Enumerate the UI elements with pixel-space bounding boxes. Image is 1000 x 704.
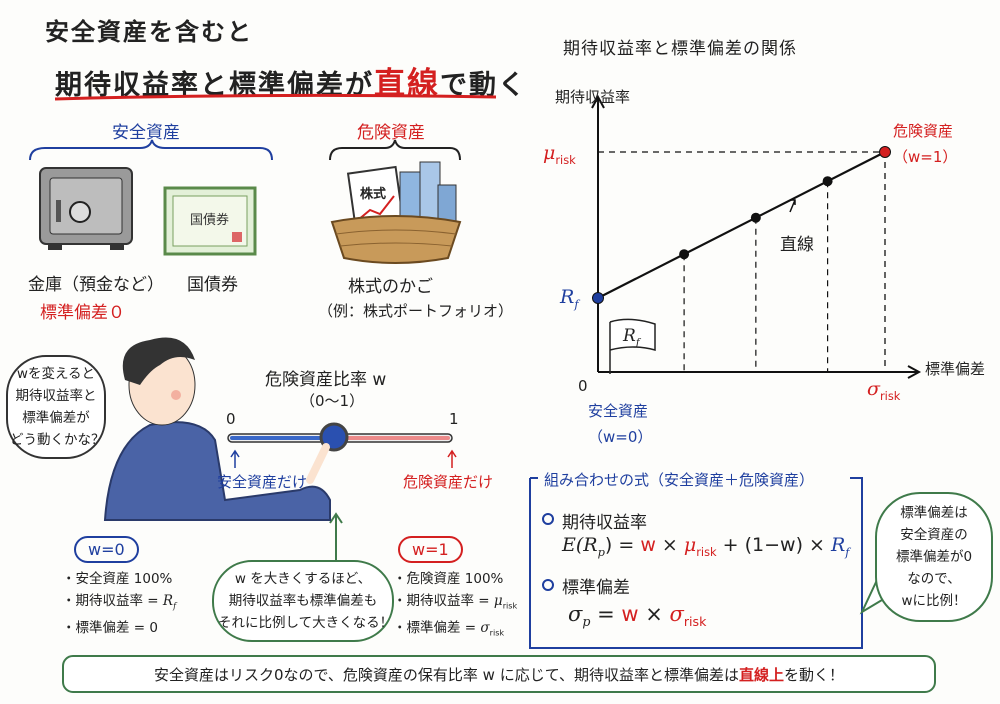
slider-min-label: 0 <box>226 410 236 428</box>
bullet-icon <box>542 579 554 591</box>
risky-item-label: 株式のかご <box>348 277 433 297</box>
w1-item: ・危険資産 100% <box>393 571 504 587</box>
bubble-line: 標準偏差が <box>22 410 90 426</box>
summary-box <box>62 655 936 693</box>
bubble-line: 安全資産の <box>900 527 968 543</box>
bubble-line: w を大きくするほど、 <box>234 571 372 587</box>
sigma-risk-label: σrisk <box>867 378 901 403</box>
flag-label: Rf <box>623 326 640 349</box>
side-bubble: 標準偏差は 安全資産の 標準偏差が0 なので、 wに比例！ <box>875 492 993 622</box>
bubble-line: 期待収益率と <box>15 388 97 404</box>
chart-x-label: 標準偏差 <box>925 360 986 378</box>
w0-list: ・安全資産 100% ・期待収益率 = Rf ・標準偏差 = 0 <box>62 568 176 639</box>
formula-sd: σp = w × σrisk <box>568 602 707 630</box>
person-illustration <box>103 337 331 521</box>
portfolio-point <box>822 176 833 187</box>
safe-icon <box>39 167 133 250</box>
safe-group-label: 安全資産 <box>112 123 180 143</box>
bubble-line: どう動くかな？ <box>10 432 105 448</box>
bubble-line: 期待収益率も標準偏差も <box>228 593 378 609</box>
slider-fill-safe <box>230 436 334 440</box>
bullet-icon <box>542 513 554 525</box>
bubble-line: なので、 <box>907 571 961 587</box>
line-label-arrow <box>789 199 796 213</box>
bubble-line: 標準偏差は <box>900 505 968 521</box>
center-bubble: w を大きくするほど、 期待収益率も標準偏差も それに比例して大きくなる！ <box>212 560 394 642</box>
bubble-line: 標準偏差が0 <box>895 549 973 565</box>
portfolio-line <box>597 151 886 299</box>
chart-title: 期待収益率と標準偏差の関係 <box>563 39 797 59</box>
w0-item: ・期待収益率 = Rf <box>62 593 177 611</box>
bubble-line: wを変えると <box>16 366 96 382</box>
w1-list: ・危険資産 100% ・期待収益率 = μrisk ・標準偏差 = σrisk <box>393 568 517 643</box>
safe-note: 標準偏差０ <box>40 303 125 323</box>
slider-range: （0〜1） <box>300 392 365 410</box>
mu-risk-label: μrisk <box>543 142 576 167</box>
w1-item: ・期待収益率 = μrisk <box>393 593 518 611</box>
basket-paper-text: 株式 <box>360 186 386 202</box>
w1-badge: w=1 <box>398 536 463 563</box>
risky-point-label: 危険資産 <box>893 122 954 140</box>
safe-item-label: 金庫（預金など） <box>28 275 164 295</box>
slider-fill-risky <box>334 436 450 440</box>
slider-title: 危険資産比率 w <box>265 370 387 390</box>
slider-right-caption: 危険資産だけ <box>403 473 494 491</box>
chart <box>591 94 922 379</box>
slider-max-label: 1 <box>449 410 459 428</box>
safe-asset-point <box>592 292 604 304</box>
title-line-1: 安全資産を含むと <box>45 18 253 46</box>
risky-group-label: 危険資産 <box>357 123 425 143</box>
portfolio-point <box>750 212 761 223</box>
bubble-line: それに比例して大きくなる！ <box>218 615 394 631</box>
bubble-line: wに比例！ <box>901 593 967 609</box>
formula-return: E(Rp) = w × μrisk + (1−w) × Rf <box>562 534 850 559</box>
risky-point-w: （w=1） <box>893 148 958 166</box>
risky-item-sub: （例：株式ポートフォリオ） <box>318 302 514 320</box>
formula-title: 組み合わせの式（安全資産＋危険資産） <box>540 469 819 490</box>
bubble-pointer-arrow <box>329 512 343 560</box>
chart-y-label: 期待収益率 <box>555 88 631 106</box>
flag-icon <box>609 318 656 374</box>
y-axis <box>591 94 605 372</box>
chart-origin-label: 0 <box>578 377 588 395</box>
formula-heading-sd: 標準偏差 <box>562 578 630 598</box>
summary-text: 安全資産はリスク0なので、危険資産の保有比率 w に応じて、期待収益率と標準偏差… <box>153 666 845 684</box>
formula-box <box>529 477 863 649</box>
title-underline <box>54 93 497 101</box>
w0-item: ・標準偏差 = 0 <box>62 619 158 636</box>
bond-certificate-text: 国債券 <box>190 212 229 228</box>
thought-bubble: wを変えると 期待収益率と 標準偏差が どう動くかな？ <box>6 355 106 459</box>
w0-item: ・安全資産 100% <box>62 571 173 587</box>
slider-left-caption: 安全資産だけ <box>217 473 308 491</box>
risky-asset-point <box>879 146 891 158</box>
portfolio-point <box>679 249 690 260</box>
safe-point-label: 安全資産 <box>588 402 649 420</box>
w0-badge: w=0 <box>74 536 139 563</box>
risky-brace <box>329 139 461 161</box>
line-label: 直線 <box>780 235 814 255</box>
stock-basket-icon <box>330 161 462 264</box>
bond-certificate-icon <box>163 186 257 256</box>
safe-point-w: （w=0） <box>588 428 653 446</box>
x-axis <box>598 365 922 379</box>
rf-label: Rf <box>560 286 579 311</box>
bond-item-label: 国債券 <box>187 275 238 295</box>
w1-item: ・標準偏差 = σrisk <box>393 619 505 638</box>
safe-brace <box>29 139 273 161</box>
formula-heading-return: 期待収益率 <box>562 513 647 533</box>
